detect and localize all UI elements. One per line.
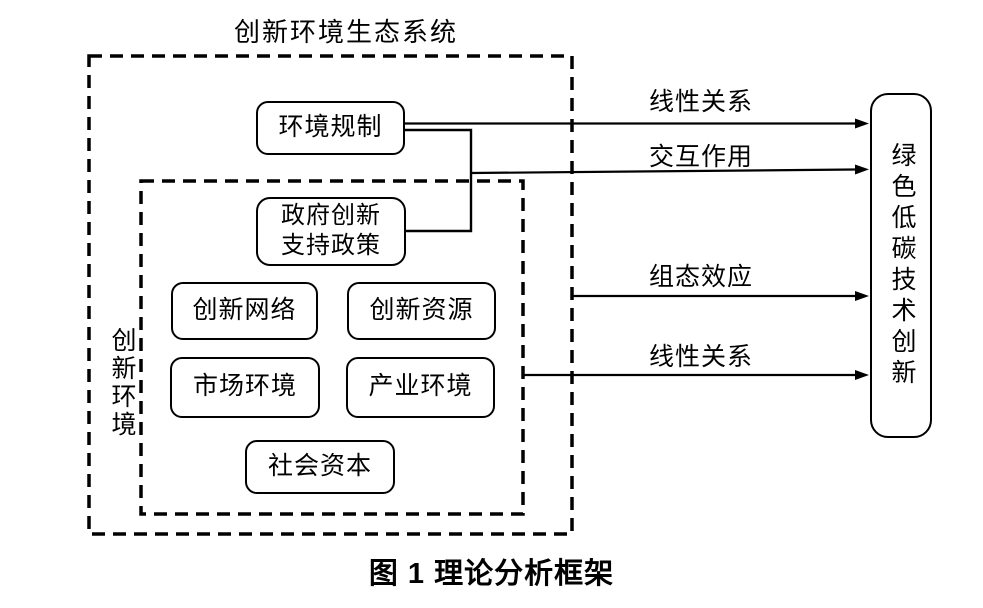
ecosystem-box-title: 创新环境生态系统 [233,18,458,47]
arrow-interaction [470,164,869,175]
node-market-environment-label: 市场环境 [192,373,297,401]
node-innovation-network: 创新网络 [171,282,318,340]
innovation-environment-box-title-text: 创新环境 [108,327,135,439]
figure-caption: 图 1 理论分析框架 [368,558,615,590]
arrow-label-interaction: 交互作用 [648,144,753,171]
node-innovation-resources: 创新资源 [347,282,496,340]
node-social-capital-label: 社会资本 [267,452,372,480]
arrow-label-linear-top: 线性关系 [648,89,753,116]
node-environmental-regulation-label: 环境规制 [278,113,383,141]
innovation-environment-box-title: 创新环境 [101,324,141,442]
node-green-low-carbon-tech-innovation-label: 绿色低碳技术创新 [888,141,915,390]
node-government-support-policy: 政府创新 支持政策 [256,197,406,266]
arrow-label-configuration: 组态效应 [648,264,753,291]
node-social-capital: 社会资本 [245,440,395,494]
bracket-connector [403,128,473,233]
node-market-environment: 市场环境 [170,357,320,418]
node-innovation-resources-label: 创新资源 [369,296,474,324]
node-industry-environment: 产业环境 [346,357,495,418]
innovation-environment-dashed-box [139,179,525,516]
node-government-support-policy-label: 政府创新 支持政策 [281,203,381,259]
node-industry-environment-label: 产业环境 [368,373,473,401]
arrow-label-linear-bottom: 线性关系 [648,344,753,371]
node-environmental-regulation: 环境规制 [256,101,405,155]
node-innovation-network-label: 创新网络 [192,296,297,324]
node-green-low-carbon-tech-innovation: 绿色低碳技术创新 [870,93,932,438]
